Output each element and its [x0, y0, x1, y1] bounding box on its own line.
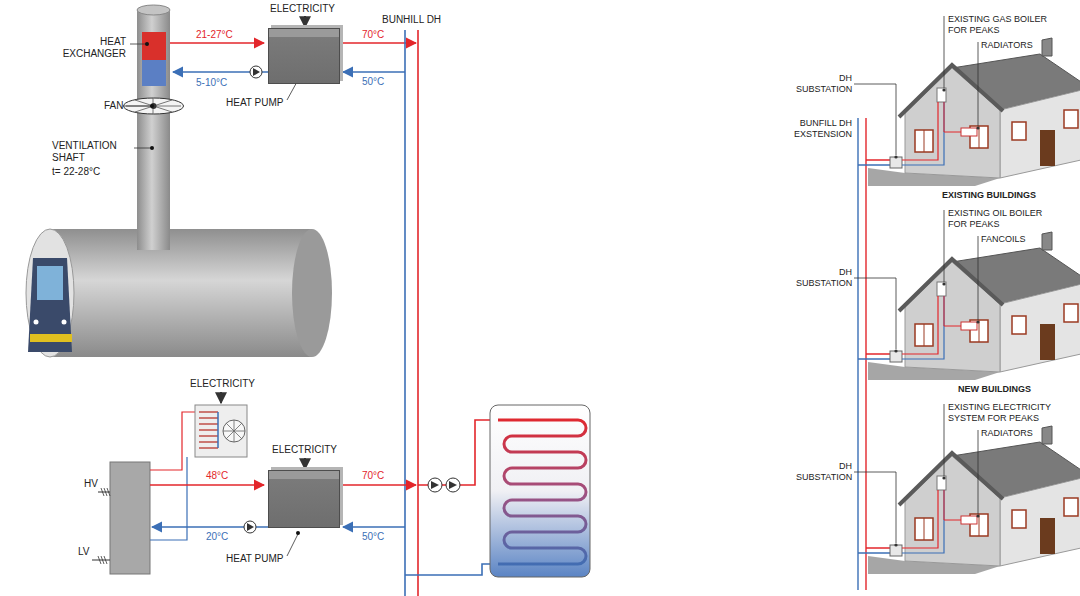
label: 48°C — [206, 470, 228, 482]
label: DH SUBSTATION — [796, 267, 852, 289]
label: FAN — [104, 100, 123, 112]
label: ELECTRICITY — [272, 444, 337, 456]
label: t= 22-28°C — [52, 166, 100, 178]
label: 70°C — [362, 470, 384, 482]
label: 50°C — [362, 76, 384, 88]
label: 20°C — [206, 531, 228, 543]
label: EXISTING OIL BOILER FOR PEAKS — [948, 208, 1060, 230]
heat-pump-box: HEAT PUMP — [268, 28, 340, 84]
storage-tank — [490, 405, 590, 577]
label: ELECTRICITY — [190, 378, 255, 390]
transformer — [92, 462, 150, 574]
node-label: HEAT PUMP — [226, 97, 283, 109]
label: EXISTING GAS BOILER FOR PEAKS — [948, 14, 1060, 36]
heat-pump-box: HEAT PUMP — [268, 470, 340, 528]
label: ELECTRICITY — [270, 3, 335, 15]
label: RADIATORS — [981, 40, 1033, 51]
label: VENTILATION SHAFT — [52, 140, 132, 164]
label: HV — [84, 478, 98, 490]
label: BUNHILL DH — [382, 14, 441, 26]
label: DH SUBSTATION — [796, 73, 852, 95]
label: FANCOILS — [981, 234, 1026, 245]
buildings — [854, 16, 1080, 590]
label: 21-27°C — [196, 29, 233, 41]
district-heating-mains — [405, 30, 418, 596]
node-label: HEAT PUMP — [226, 553, 283, 565]
label: EXISTING BUILDINGS — [942, 190, 1036, 201]
label: NEW BUILDINGS — [958, 384, 1031, 395]
label: 70°C — [362, 29, 384, 41]
label: RADIATORS — [981, 428, 1033, 439]
ventilation-shaft — [124, 5, 184, 250]
label: HEAT EXCHANGER — [40, 36, 126, 60]
label: 50°C — [362, 531, 384, 543]
label: LV — [78, 546, 90, 558]
label: EXISTING ELECTRICITY SYSTEM FOR PEAKS — [948, 402, 1060, 424]
label: DH SUBSTATION — [796, 461, 852, 483]
pipes-bottom — [150, 420, 498, 575]
label: 5-10°C — [196, 77, 227, 89]
label: BUNFILL DH EXSTENSION — [788, 118, 852, 140]
tunnel — [26, 229, 332, 357]
pipes-top — [170, 16, 416, 100]
air-source-unit — [150, 392, 247, 540]
